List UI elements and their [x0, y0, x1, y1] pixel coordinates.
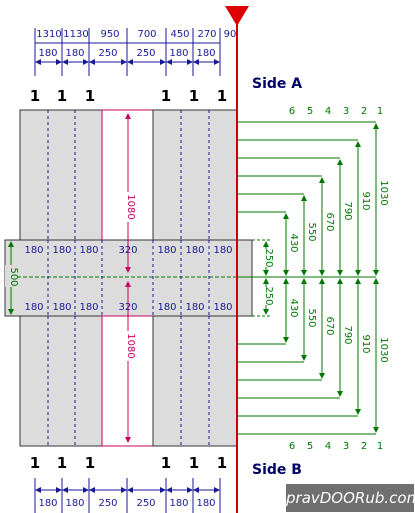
center-row-bottom: 180 180 180 320 180 180 180	[24, 302, 232, 313]
offset-dimensions: 250 250	[252, 239, 274, 317]
piece-label: 1	[161, 87, 171, 105]
bottom-width-label: 180	[169, 498, 188, 509]
sequence-label: 4	[325, 441, 331, 452]
dimension-label: 430	[288, 233, 299, 252]
offset-label: 250	[263, 248, 274, 267]
sequence-label: 2	[361, 106, 367, 117]
top-width-label: 700	[137, 29, 156, 40]
sequence-bottom: 6 5 4 3 2 1	[289, 441, 383, 452]
sequence-label: 2	[361, 441, 367, 452]
side-a-label: Side A	[252, 76, 302, 92]
cell-width-label: 180	[196, 48, 215, 59]
cell-width-label: 180	[65, 48, 84, 59]
bottom-width-label: 250	[136, 498, 155, 509]
center-cell-label: 180	[79, 302, 98, 313]
dimension-label: 550	[306, 308, 317, 327]
bottom-width-label: 180	[196, 498, 215, 509]
bottom-width-label: 250	[98, 498, 117, 509]
sequence-top: 6 5 4 3 2 1	[289, 106, 383, 117]
piece-label: 1	[161, 454, 171, 472]
offset-label: 250	[263, 286, 274, 305]
sequence-label: 3	[343, 106, 349, 117]
bottom-dimension-footer: 180 180 250 250 180 180	[34, 478, 221, 513]
sequence-label: 1	[377, 441, 383, 452]
piece-label: 1	[57, 454, 67, 472]
cell-width-label: 250	[136, 48, 155, 59]
piece-label: 1	[57, 87, 67, 105]
piece-labels-bottom: 1 1 1 1 1 1	[30, 454, 227, 472]
dimension-label: 1030	[378, 337, 389, 362]
center-cell-label: 180	[157, 302, 176, 313]
cell-width-label: 250	[98, 48, 117, 59]
dimension-label: 910	[360, 334, 371, 353]
left-height-dimension: 500	[5, 241, 19, 315]
pink-dimension-top: 1080	[122, 113, 136, 273]
center-cell-label: 180	[157, 245, 176, 256]
side-b-label: Side B	[252, 462, 302, 478]
piece-label: 1	[85, 87, 95, 105]
cell-width-label: 180	[169, 48, 188, 59]
center-cell-label: 180	[185, 245, 204, 256]
sequence-label: 1	[377, 106, 383, 117]
lower-panel	[19, 315, 238, 447]
piece-label: 1	[189, 454, 199, 472]
top-dimension-header: 1310 1130 950 700 450 270 90 180 180 250…	[34, 28, 237, 76]
center-cell-label: 180	[24, 302, 43, 313]
piece-label: 1	[189, 87, 199, 105]
center-cell-label: 180	[213, 302, 232, 313]
top-width-label: 1310	[36, 29, 61, 40]
piece-label: 1	[85, 454, 95, 472]
pink-height-label: 1080	[125, 194, 136, 219]
top-width-label: 450	[170, 29, 189, 40]
sequence-label: 6	[289, 106, 295, 117]
pink-height-label: 1080	[125, 333, 136, 358]
sequence-label: 4	[325, 106, 331, 117]
center-cell-label: 180	[52, 302, 71, 313]
piece-label: 1	[30, 454, 40, 472]
triangle-marker-icon	[225, 6, 249, 26]
top-width-label: 950	[100, 29, 119, 40]
center-cell-label: 180	[185, 302, 204, 313]
dimension-label: 790	[342, 201, 353, 220]
bottom-width-label: 180	[65, 498, 84, 509]
piece-label: 1	[217, 87, 227, 105]
center-cell-label: 180	[24, 245, 43, 256]
dimension-label: 790	[342, 325, 353, 344]
center-row-top: 180 180 180 320 180 180 180	[24, 245, 232, 256]
piece-label: 1	[217, 454, 227, 472]
sequence-label: 5	[307, 441, 313, 452]
pink-dimension-bottom: 1080	[122, 281, 136, 443]
dimension-label: 550	[306, 222, 317, 241]
dimension-label: 430	[288, 298, 299, 317]
bottom-width-label: 180	[38, 498, 57, 509]
center-cell-label: 180	[79, 245, 98, 256]
center-cell-label: 320	[118, 302, 137, 313]
center-cell-label: 180	[52, 245, 71, 256]
stepped-dimensions-top: 430 550 670 790 910 1030	[237, 121, 389, 278]
dimension-label: 910	[360, 191, 371, 210]
cell-width-label: 180	[38, 48, 57, 59]
center-cell-label: 180	[213, 245, 232, 256]
dimension-label: 670	[324, 316, 335, 335]
center-cell-label: 320	[118, 245, 137, 256]
dimension-label: 670	[324, 212, 335, 231]
top-width-label: 270	[197, 29, 216, 40]
sequence-label: 3	[343, 441, 349, 452]
dimension-label: 1030	[378, 180, 389, 205]
top-width-label: 1130	[63, 29, 88, 40]
top-width-label: 90	[224, 29, 237, 40]
piece-label: 1	[30, 87, 40, 105]
sequence-label: 5	[307, 106, 313, 117]
stepped-dimensions-bottom: 430 550 670 790 910 1030	[237, 278, 389, 435]
left-height-label: 500	[8, 267, 19, 286]
piece-labels-top: 1 1 1 1 1 1	[30, 87, 227, 105]
watermark: pravDOORub.com	[286, 484, 415, 512]
sequence-label: 6	[289, 441, 295, 452]
reference-line	[225, 6, 249, 513]
